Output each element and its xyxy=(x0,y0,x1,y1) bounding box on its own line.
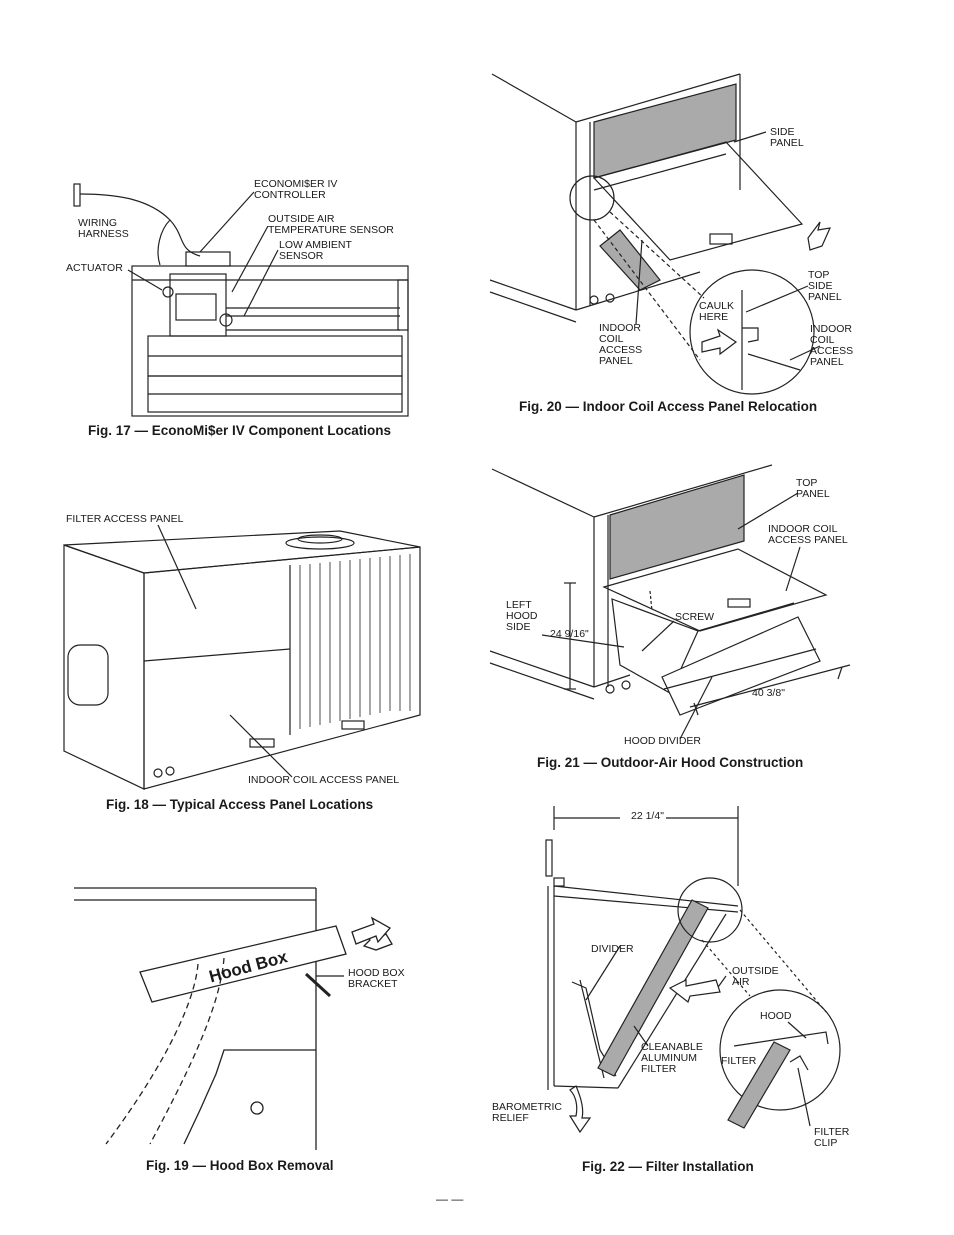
fig22-label-dim: 22 1/4" xyxy=(631,810,664,822)
fig21-label-divider: HOOD DIVIDER xyxy=(624,735,702,747)
fig21-caption: Fig. 21 — Outdoor-Air Hood Construction xyxy=(537,755,804,770)
fig19-label-bracket: HOOD BOX BRACKET xyxy=(348,967,405,990)
fig17-label-oat: OUTSIDE AIR TEMPERATURE SENSOR xyxy=(268,213,394,236)
fig22-label-outside: OUTSIDE AIR xyxy=(732,965,779,988)
fig20-label-side: SIDE PANEL xyxy=(770,126,804,149)
fig22-label-cleanable: CLEANABLE ALUMINUM FILTER xyxy=(641,1041,703,1075)
fig21-label-top: TOP PANEL xyxy=(796,477,830,500)
fig19-caption: Fig. 19 — Hood Box Removal xyxy=(146,1158,334,1173)
fig18-unit-drawing xyxy=(60,524,430,795)
fig22-label-hood: HOOD xyxy=(760,1010,792,1022)
fig22-label-barometric: BAROMETRIC RELIEF xyxy=(492,1101,563,1124)
fig20-relocation-drawing xyxy=(489,60,860,400)
fig18-label-filter: FILTER ACCESS PANEL xyxy=(66,513,184,525)
fig20-label-indoor-left: INDOOR COIL ACCESS PANEL xyxy=(599,322,643,367)
fig22-label-divider: DIVIDER xyxy=(591,943,634,955)
page-number: — — xyxy=(436,1192,464,1206)
fig21-label-dim2: 40 3/8" xyxy=(752,687,785,699)
fig21-label-dim1: 24 9/16" xyxy=(550,628,589,640)
fig21-label-indoor: INDOOR COIL ACCESS PANEL xyxy=(768,523,848,546)
fig21-label-left: LEFT HOOD SIDE xyxy=(506,599,538,633)
fig22-caption: Fig. 22 — Filter Installation xyxy=(582,1159,754,1174)
fig18-caption: Fig. 18 — Typical Access Panel Locations xyxy=(106,797,374,812)
fig21-label-screw: SCREW xyxy=(675,611,715,623)
fig22-label-filter: FILTER xyxy=(721,1055,757,1067)
fig20-caption: Fig. 20 — Indoor Coil Access Panel Reloc… xyxy=(519,399,818,414)
fig17-label-actuator: ACTUATOR xyxy=(66,262,123,274)
fig17-label-lowamb: LOW AMBIENT SENSOR xyxy=(279,239,352,262)
fig17-caption: Fig. 17 — EconoMi$er IV Component Locati… xyxy=(88,423,392,438)
fig20-label-caulk: CAULK HERE xyxy=(699,300,735,323)
fig18-label-indoor: INDOOR COIL ACCESS PANEL xyxy=(248,774,400,786)
fig22-label-clip: FILTER CLIP xyxy=(814,1126,850,1149)
fig22-filter-drawing xyxy=(490,800,860,1160)
fig17-economizer-drawing xyxy=(60,170,420,420)
fig19-hoodbox-drawing xyxy=(74,880,404,1150)
fig20-label-indoor-right: INDOOR COIL ACCESS PANEL xyxy=(810,323,854,368)
fig17-label-controller: ECONOMI$ER IV CONTROLLER xyxy=(254,178,338,201)
fig21-hood-drawing xyxy=(489,455,860,745)
fig20-label-topside: TOP SIDE PANEL xyxy=(808,269,842,303)
fig17-label-wiring: WIRING HARNESS xyxy=(78,217,129,240)
